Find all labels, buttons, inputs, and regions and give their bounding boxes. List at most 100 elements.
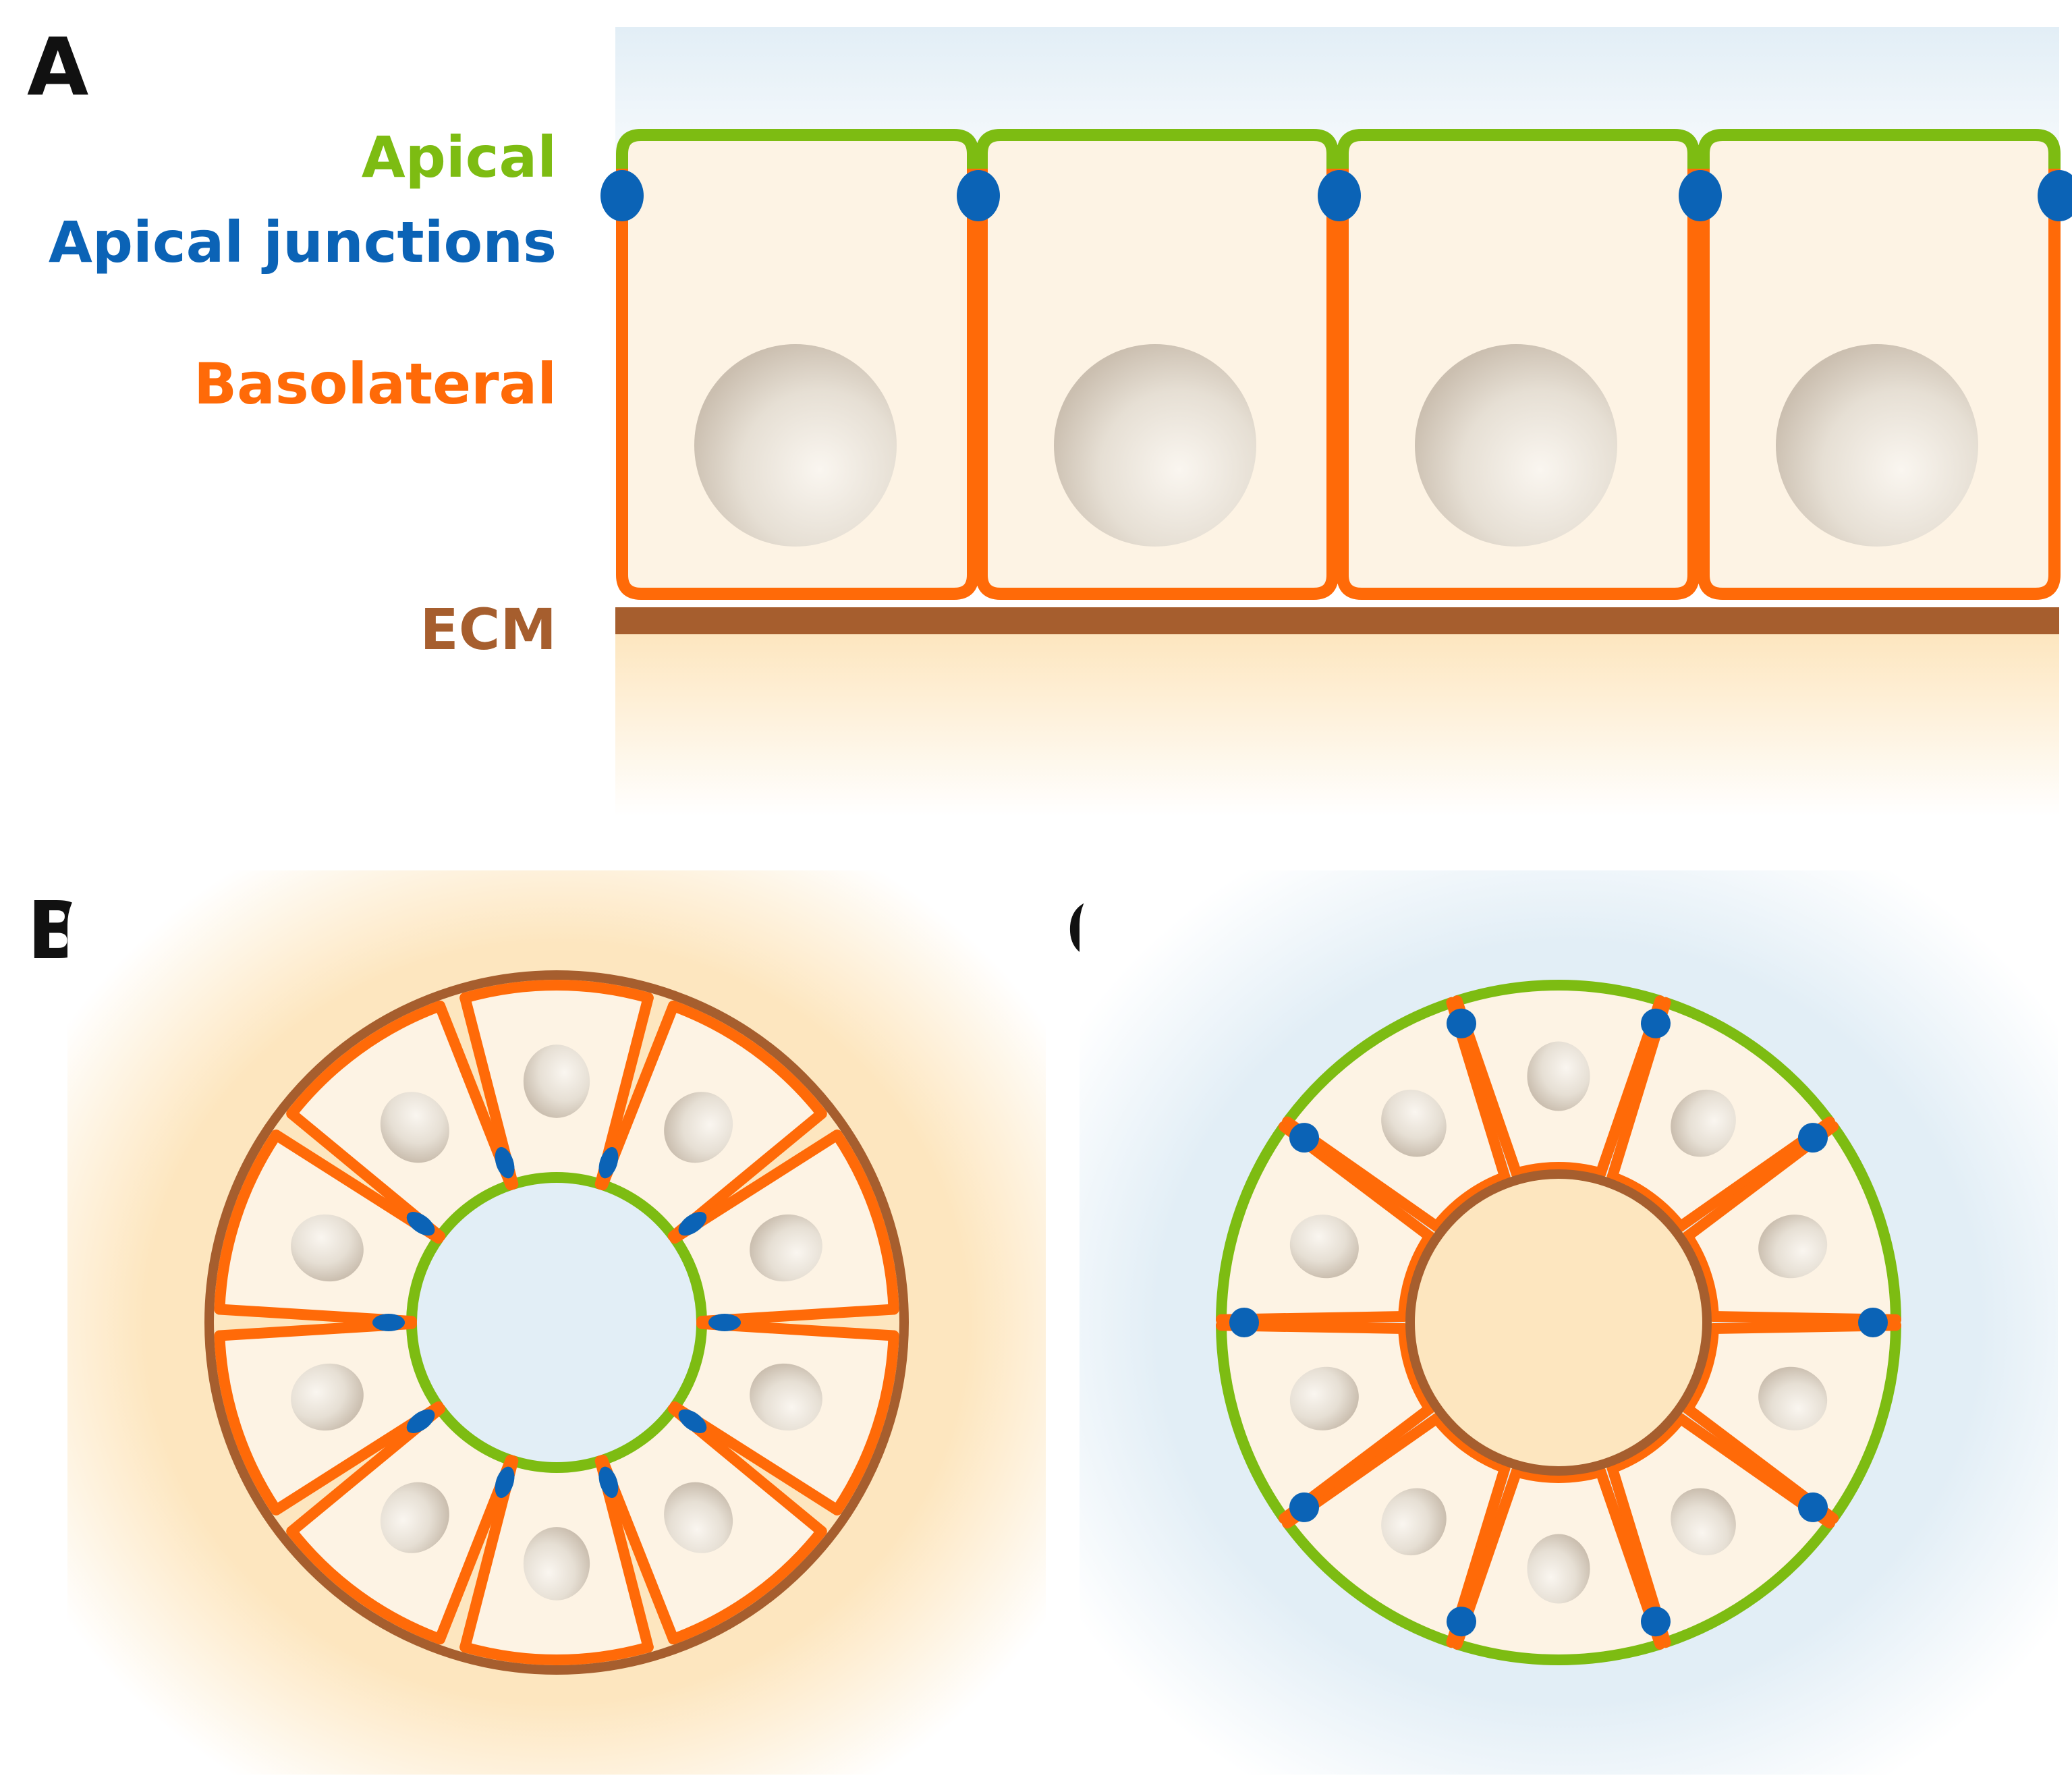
apical-junction bbox=[1289, 1123, 1319, 1153]
apical-membrane bbox=[597, 1403, 679, 1466]
apical-junction bbox=[1798, 1492, 1828, 1522]
cell-nucleus bbox=[1289, 1215, 1359, 1279]
apical-junction bbox=[2038, 170, 2072, 221]
cell-nucleus bbox=[750, 1214, 822, 1282]
apical-membrane bbox=[616, 129, 979, 169]
basolateral-membrane bbox=[1606, 1171, 1686, 1232]
cell-nucleus bbox=[380, 1092, 449, 1163]
apical-junction bbox=[495, 1466, 515, 1498]
basolateral-membrane bbox=[1431, 1413, 1511, 1474]
cell-nucleus bbox=[1289, 1366, 1359, 1430]
apical-junction bbox=[678, 1212, 707, 1236]
apical-junction bbox=[708, 1314, 741, 1331]
cell-nucleus bbox=[750, 1363, 822, 1431]
apical-junction bbox=[1641, 1607, 1671, 1637]
basolateral-membrane bbox=[1682, 1322, 1719, 1414]
apical-membrane bbox=[1282, 1518, 1457, 1648]
basolateral-label: Basolateral bbox=[194, 351, 557, 417]
basolateral-membrane bbox=[616, 169, 979, 600]
basolateral-membrane bbox=[286, 1000, 446, 1119]
basolateral-membrane bbox=[976, 169, 1339, 600]
apical-junction bbox=[1289, 1492, 1319, 1522]
cyst-cell bbox=[286, 1000, 516, 1242]
apical-membrane bbox=[976, 129, 1339, 169]
panel-a-letter: A bbox=[27, 20, 88, 113]
basolateral-membrane bbox=[1511, 1466, 1606, 1483]
basolateral-membrane bbox=[1398, 1322, 1435, 1414]
extracellular-matrix-region bbox=[615, 634, 2059, 816]
apical-membrane bbox=[1337, 129, 1700, 169]
cell-nucleus bbox=[664, 1482, 733, 1553]
basolateral-membrane bbox=[831, 1130, 899, 1315]
apical-membrane bbox=[406, 1318, 444, 1412]
basolateral-membrane bbox=[459, 1642, 654, 1665]
basolateral-membrane bbox=[667, 1526, 827, 1645]
apical-junction bbox=[1229, 1308, 1259, 1337]
cell-nucleus bbox=[523, 1527, 590, 1600]
apical-membrane bbox=[435, 1403, 516, 1466]
basolateral-membrane bbox=[667, 1000, 827, 1119]
basolateral-membrane bbox=[1698, 169, 2061, 600]
apical-junction bbox=[1679, 170, 1722, 221]
cell-nucleus bbox=[694, 344, 897, 547]
apical-membrane bbox=[669, 1318, 707, 1412]
apical-membrane bbox=[1828, 1121, 1901, 1325]
apical-label: Apical bbox=[362, 124, 557, 190]
cyst-cell bbox=[1606, 1413, 1835, 1648]
apical-junction bbox=[600, 170, 644, 221]
basolateral-membrane bbox=[1337, 169, 1700, 600]
apical-membrane bbox=[1698, 129, 2061, 169]
apical-membrane bbox=[1216, 1121, 1289, 1325]
epithelial-cell bbox=[976, 129, 1339, 600]
apical-membrane bbox=[1451, 980, 1666, 1007]
apical-junction bbox=[406, 1212, 435, 1236]
apical-junction bbox=[372, 1314, 405, 1331]
ecm-ring bbox=[204, 970, 909, 1675]
apical-junction bbox=[1318, 170, 1361, 221]
apical-junction bbox=[598, 1147, 619, 1179]
apical-membrane bbox=[1216, 1320, 1289, 1524]
apical-membrane bbox=[1282, 997, 1457, 1127]
cyst-cell bbox=[1682, 1121, 1901, 1325]
cyst-lumen bbox=[412, 1177, 702, 1468]
apical-junction bbox=[406, 1409, 435, 1433]
apical-junction bbox=[1446, 1008, 1476, 1038]
basolateral-membrane bbox=[1511, 1162, 1606, 1179]
cell-nucleus bbox=[1671, 1089, 1736, 1157]
ecm-label: ECM bbox=[420, 596, 557, 663]
apical-junction bbox=[495, 1147, 515, 1179]
apical-junction bbox=[1446, 1607, 1476, 1637]
cell-nucleus bbox=[664, 1092, 733, 1163]
basolateral-membrane bbox=[1398, 1231, 1435, 1322]
ecm-bar bbox=[615, 607, 2059, 634]
basolateral-membrane bbox=[1682, 1231, 1719, 1322]
cyst-cell bbox=[1282, 1413, 1511, 1648]
epithelial-cell bbox=[616, 129, 979, 600]
ecm-ring bbox=[1405, 1169, 1712, 1476]
apical-junction bbox=[678, 1409, 707, 1433]
basolateral-membrane bbox=[214, 1130, 282, 1315]
basolateral-membrane bbox=[214, 1330, 282, 1515]
cyst-lumen bbox=[1403, 1167, 1714, 1478]
panel-b-cyst-apical-in bbox=[204, 970, 909, 1675]
apical-junction bbox=[1641, 1008, 1671, 1038]
apical-membrane bbox=[1828, 1320, 1901, 1524]
apical-membrane bbox=[597, 1179, 679, 1242]
apical-junctions-label: Apical junctions bbox=[49, 209, 557, 275]
cell-nucleus bbox=[1415, 344, 1617, 547]
panel-c-cyst-apical-out bbox=[1216, 980, 1901, 1665]
apical-membrane bbox=[669, 1233, 707, 1327]
basolateral-membrane bbox=[286, 1526, 446, 1645]
cell-nucleus bbox=[1758, 1366, 1828, 1430]
cell-nucleus bbox=[1381, 1488, 1447, 1556]
cell-nucleus bbox=[523, 1045, 590, 1118]
cell-nucleus bbox=[1776, 344, 1978, 547]
apical-junction bbox=[1858, 1308, 1888, 1337]
epithelial-cell bbox=[1337, 129, 1700, 600]
apical-membrane bbox=[507, 1455, 606, 1473]
cell-nucleus bbox=[1758, 1215, 1828, 1279]
cell-nucleus bbox=[1527, 1534, 1590, 1604]
cyst-cell bbox=[1682, 1320, 1901, 1524]
apical-junction bbox=[957, 170, 1000, 221]
